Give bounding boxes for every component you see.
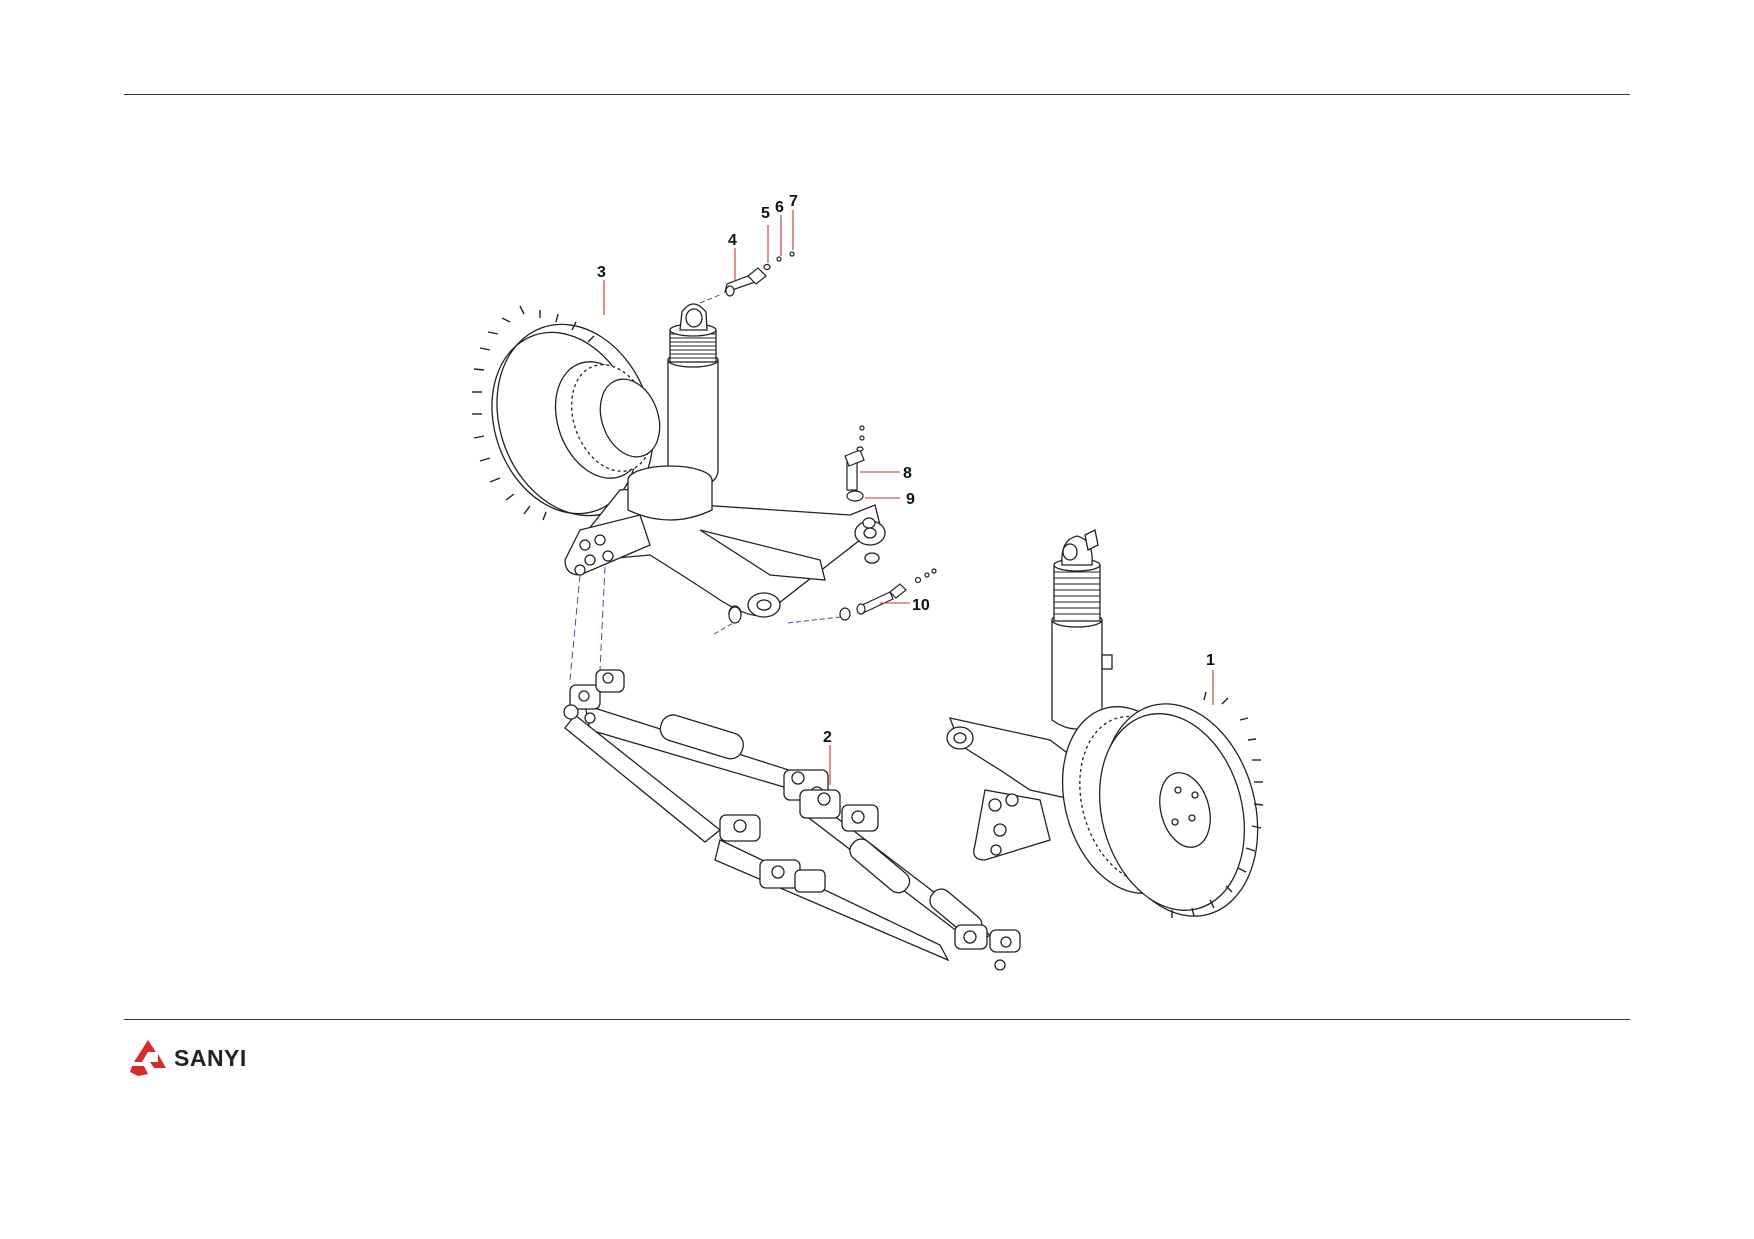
footer-rule bbox=[124, 1019, 1630, 1020]
wheel-studs-upper bbox=[472, 305, 595, 521]
upper-left-strut-assembly bbox=[472, 303, 886, 623]
callout-1: 1 bbox=[1206, 652, 1215, 669]
lower-right-strut-assembly bbox=[946, 529, 1264, 918]
callout-leaders bbox=[603, 210, 1214, 785]
gaiter-ribs-upper bbox=[670, 333, 716, 359]
pin-parts-8-9 bbox=[844, 425, 876, 529]
callout-5: 5 bbox=[761, 205, 770, 222]
wheel-studs-lower bbox=[1171, 691, 1264, 918]
assembly-line-1 bbox=[569, 574, 581, 681]
brand-name: SANYI bbox=[174, 1044, 247, 1071]
callout-3: 3 bbox=[597, 264, 606, 281]
callout-6: 6 bbox=[775, 199, 784, 216]
lower-a-arm bbox=[563, 669, 1021, 971]
gaiter-ribs-lower bbox=[1054, 571, 1100, 615]
pin-parts-10 bbox=[713, 568, 937, 635]
callout-2: 2 bbox=[823, 729, 832, 746]
callout-7: 7 bbox=[789, 193, 798, 210]
sanyi-logo-icon bbox=[130, 1040, 166, 1076]
upper-pin-parts bbox=[699, 251, 795, 304]
brand-logo: SANYI bbox=[128, 1038, 247, 1078]
callout-9: 9 bbox=[906, 491, 915, 508]
callout-4: 4 bbox=[728, 232, 737, 249]
callout-labels: 1 2 3 4 5 6 7 8 9 10 bbox=[597, 193, 1215, 746]
assembly-line-2 bbox=[599, 566, 606, 671]
header-rule bbox=[124, 94, 1630, 95]
callout-10: 10 bbox=[912, 597, 930, 614]
callout-8: 8 bbox=[903, 465, 912, 482]
